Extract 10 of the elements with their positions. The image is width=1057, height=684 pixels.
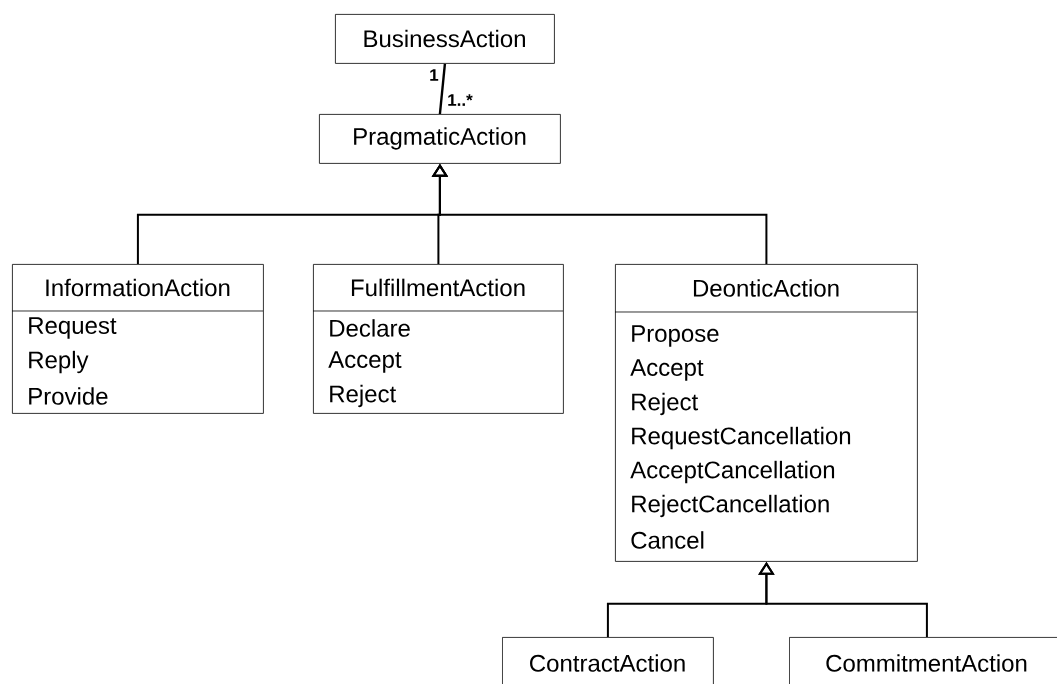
- class-box: FulfillmentAction Declare Accept Reject: [312, 264, 564, 414]
- class-box: BusinessAction: [335, 14, 555, 64]
- association-line: [438, 63, 447, 115]
- class-box: DeonticAction Propose Accept Reject RequestCancellation AcceptCancellation RejectCancellation Cancel: [614, 264, 918, 562]
- class-box: InformationAction Request Reply Provide: [11, 264, 264, 414]
- class-box: ContractAction: [502, 637, 714, 684]
- class-box: PragmaticAction: [319, 114, 561, 164]
- multiplicity-label: 1: [430, 69, 439, 81]
- multiplicity-label: 1..*: [448, 94, 473, 106]
- class-box: CommitmentAction: [789, 637, 1057, 684]
